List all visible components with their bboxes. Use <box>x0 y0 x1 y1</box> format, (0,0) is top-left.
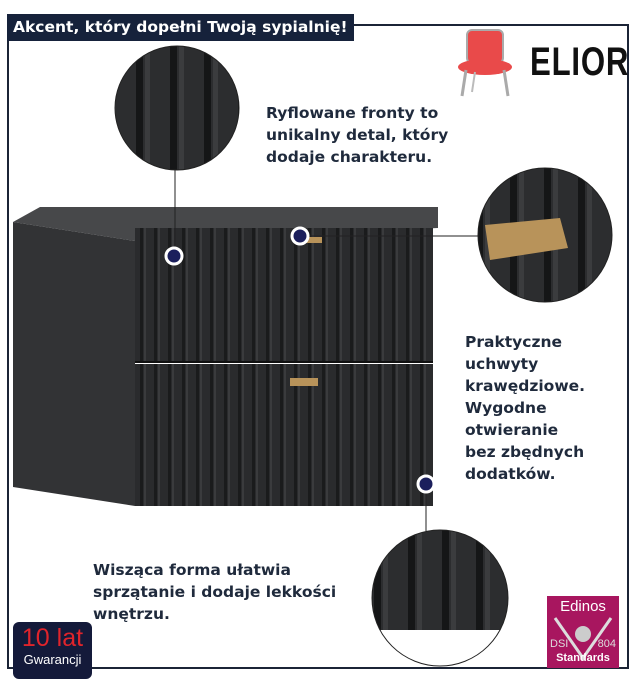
text-line: bez zbędnych <box>465 443 585 461</box>
text-line: sprzątanie i dodaje lekkości <box>93 583 337 601</box>
detail-circle-bottom <box>372 530 508 630</box>
marker-dots <box>164 226 436 494</box>
brand-logo-text: ELIOR <box>530 40 630 84</box>
feature-edge-handles: Praktyczne uchwyty krawędziowe. Wygodne … <box>465 331 585 485</box>
warranty-label: Gwarancji <box>23 652 82 667</box>
drawer-bottom <box>135 364 433 506</box>
cert-bottom: Standards <box>556 652 610 664</box>
text-line: Wisząca forma ułatwia <box>93 561 291 579</box>
text-line: unikalny detal, który <box>266 126 449 144</box>
text-line: dodatków. <box>465 465 556 483</box>
handle-bottom <box>290 378 318 386</box>
text-line: Wygodne <box>465 399 547 417</box>
drawer-top <box>135 228 433 361</box>
chair-logo-icon <box>458 29 512 97</box>
detail-circle-handle <box>478 168 612 302</box>
edinos-certificate-badge: Edinos DSI 804 Standards <box>547 596 619 668</box>
text-line: otwieranie <box>465 421 559 439</box>
text-line: uchwyty <box>465 355 539 373</box>
handle-top <box>296 237 322 243</box>
text-line: wnętrzu. <box>93 605 170 623</box>
cert-name: Edinos <box>560 598 606 615</box>
text-line: krawędziowe. <box>465 377 586 395</box>
headline: Akcent, który dopełni Twoją sypialnię! <box>7 14 354 41</box>
detail-circle-ribs <box>115 46 239 170</box>
feature-ribbed-fronts: Ryflowane fronty to unikalny detal, któr… <box>266 102 448 168</box>
text-line: Ryflowane fronty to <box>266 104 439 122</box>
check-mark-icon <box>553 617 613 661</box>
cabinet-side <box>13 222 135 506</box>
text-line: Praktyczne <box>465 333 563 351</box>
cert-left: DSI <box>550 638 569 650</box>
warranty-badge: 10 lat Gwarancji <box>13 622 92 679</box>
cert-right: 804 <box>597 638 616 650</box>
text-line: dodaje charakteru. <box>266 148 433 166</box>
warranty-years: 10 lat <box>21 624 84 652</box>
feature-wall-mounted: Wisząca forma ułatwia sprzątanie i dodaj… <box>93 559 336 625</box>
